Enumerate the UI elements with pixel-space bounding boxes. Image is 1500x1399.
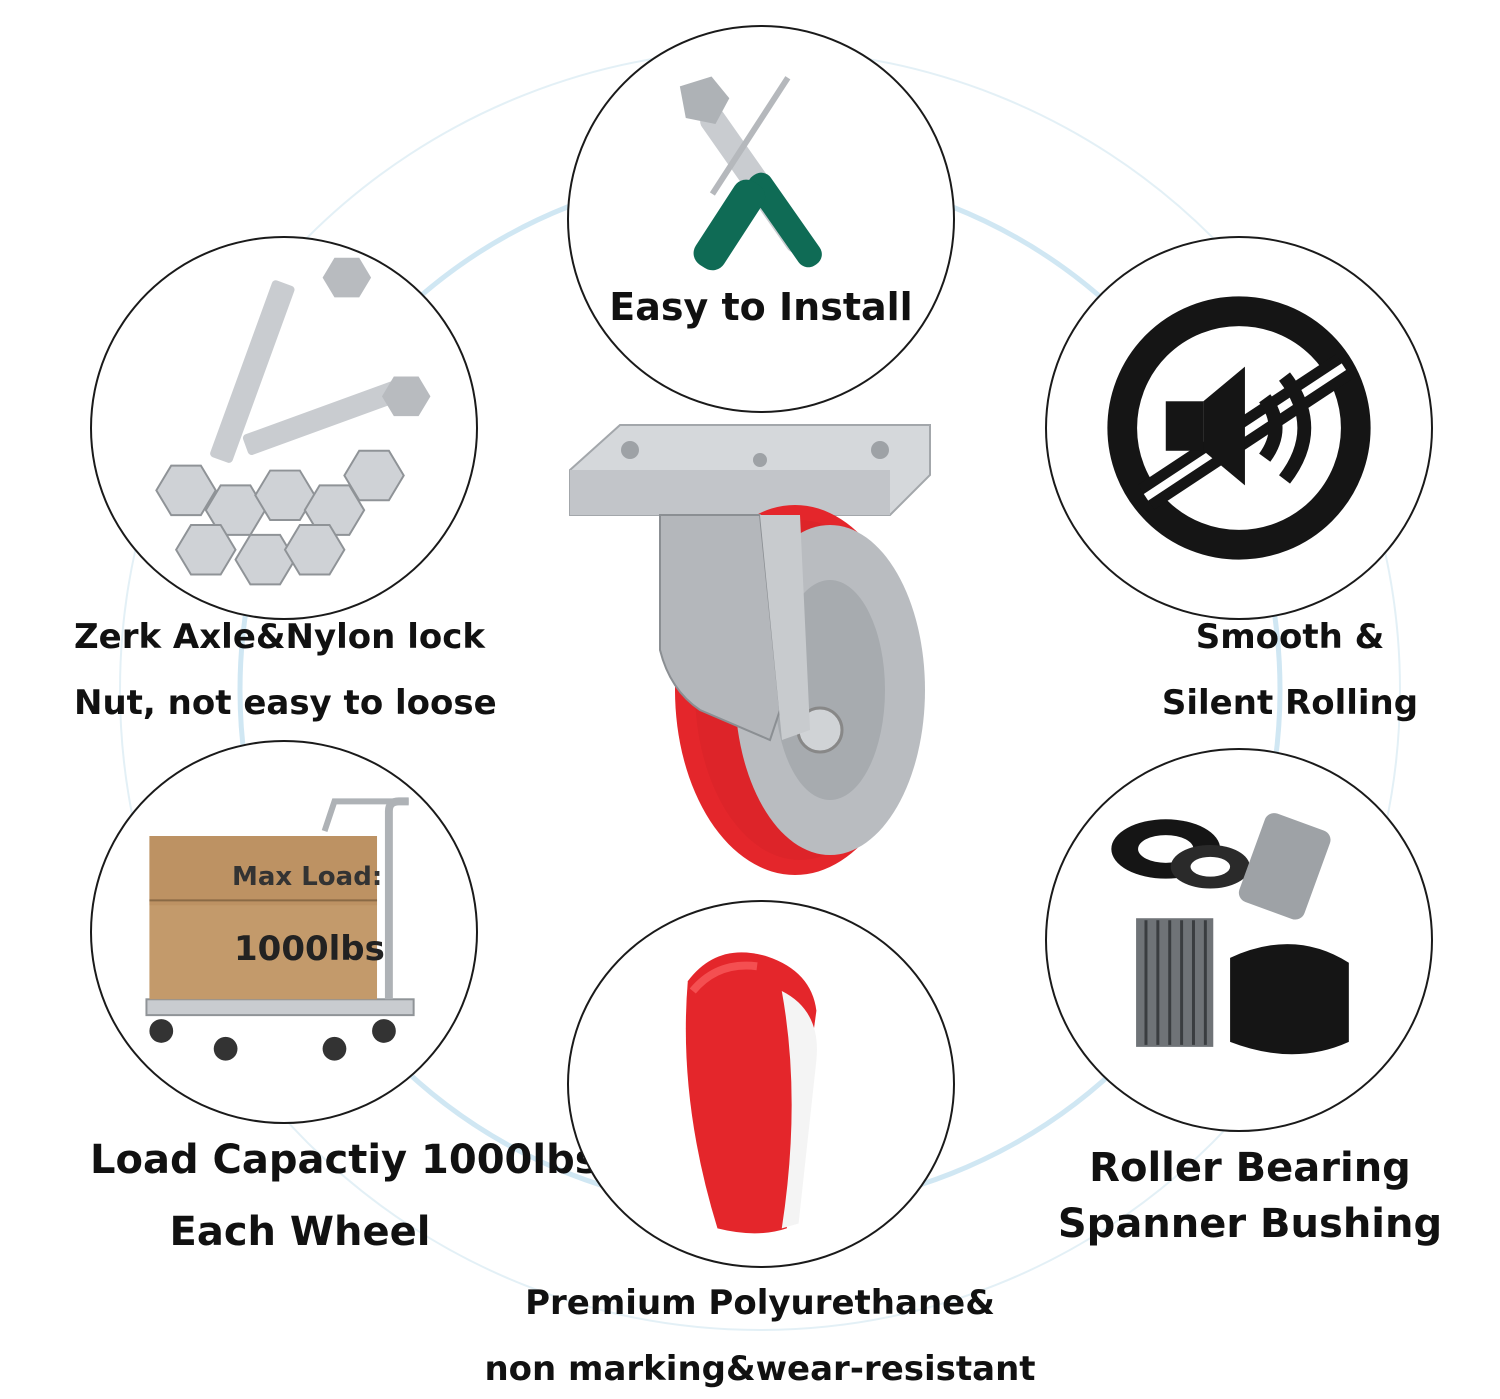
silent-label-line2: Silent Rolling: [1161, 683, 1419, 723]
silent-label-line1: Smooth &: [1195, 617, 1385, 657]
load-label-line1: Load Capactiy 1000lbs: [90, 1137, 599, 1183]
feature-load-capacity: Max Load: 1000lbs: [90, 740, 478, 1124]
nuts-label-line1: Zerk Axle&Nylon lock: [74, 617, 485, 657]
cardboard-box: [149, 836, 378, 1000]
bearing-label-line1: Roller Bearing: [1089, 1145, 1411, 1191]
bearing-label-line2: Spanner Bushing: [1057, 1201, 1443, 1247]
nut-icon: [155, 449, 405, 586]
box-label-line1: Max Load:: [232, 862, 383, 892]
box-label-line2: 1000lbs: [234, 929, 385, 969]
nuts-label-line2: Nut, not easy to loose: [74, 683, 497, 723]
fork-bracket: [659, 514, 810, 742]
load-label-line2: Each Wheel: [169, 1209, 431, 1255]
bolt-icon: [210, 257, 431, 463]
caster-wheel-product: [569, 424, 931, 875]
hand-truck-icon: [145, 797, 415, 1061]
install-label: Easy to Install: [609, 285, 913, 329]
no-sound-icon: [1107, 296, 1371, 560]
feature-lock-nut: [90, 236, 478, 620]
wheel-tread-icon: [685, 952, 817, 1234]
screwdriver-icon: [693, 76, 791, 271]
feature-roller-bearing: [1045, 748, 1433, 1132]
top-plate: [569, 424, 931, 516]
feature-easy-install: [567, 25, 955, 413]
wheel-label-line1: Premium Polyurethane&: [525, 1283, 995, 1323]
bearing-icon: [1111, 813, 1349, 1055]
feature-silent-rolling: [1045, 236, 1433, 620]
wheel-label-line2: non marking&wear-resistant: [484, 1349, 1036, 1389]
wrench-icon: [679, 76, 822, 268]
feature-polyurethane-tread: [567, 900, 955, 1268]
